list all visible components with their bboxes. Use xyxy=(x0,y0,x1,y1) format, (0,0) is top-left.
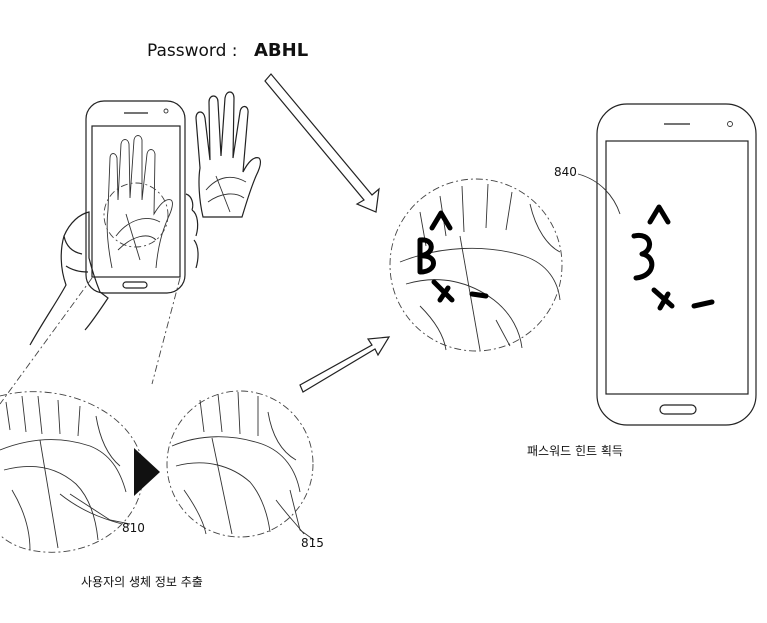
magnified-palm-circle xyxy=(389,178,563,352)
transform-triangle xyxy=(134,448,160,496)
user-palm xyxy=(195,91,262,218)
projection-lines xyxy=(0,277,181,405)
result-phone xyxy=(596,103,757,426)
password-label: Password : xyxy=(147,41,238,61)
arrow-extract-to-hint xyxy=(299,336,391,393)
processed-palm-circle-815 xyxy=(166,390,315,541)
ref-815: 815 xyxy=(301,536,324,550)
caption-extract: 사용자의 생체 정보 추출 xyxy=(81,575,203,589)
hand-holding-phone xyxy=(29,193,199,346)
scanning-phone xyxy=(85,100,186,294)
caption-hint: 패스워드 힌트 획득 xyxy=(527,444,623,458)
ref-840: 840 xyxy=(554,165,577,179)
arrow-password-to-palm xyxy=(264,73,380,213)
ref-810: 810 xyxy=(122,521,145,535)
phone-hint-letters xyxy=(631,204,715,311)
password-value: ABHL xyxy=(254,40,308,61)
palm-hint-letters xyxy=(417,210,489,303)
leader-lines xyxy=(59,173,621,535)
